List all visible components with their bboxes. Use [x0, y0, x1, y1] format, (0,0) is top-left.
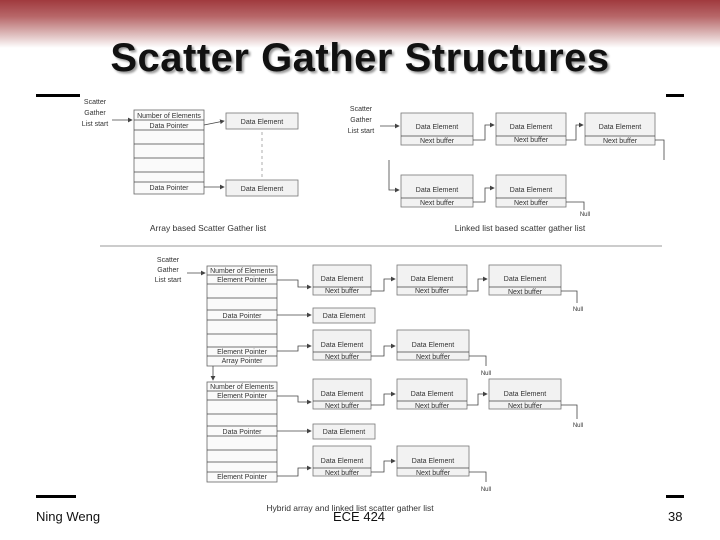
hybrid-array-1 — [206, 265, 278, 367]
linked-list: Scatter Gather List start Data Element N… — [348, 106, 665, 233]
hybrid-a1-data-pointer: Data Pointer — [223, 313, 263, 320]
linked-node-1-data: Data Element — [416, 124, 458, 131]
hybrid-a-node-1-next: Next buffer — [325, 288, 360, 295]
title-band — [0, 0, 720, 48]
linked-caption: Linked list based scatter gather list — [455, 223, 586, 233]
hybrid-b-node-1-next: Next buffer — [325, 354, 360, 361]
linked-node-4-data: Data Element — [416, 187, 458, 194]
hybrid-a2-data-element-label: Data Element — [323, 429, 365, 436]
hybrid-a-node-2 — [396, 264, 468, 296]
hybrid-d-null: Null — [481, 487, 491, 493]
array-start-label-3: List start — [82, 121, 109, 128]
hybrid-caption: Hybrid array and linked list scatter gat… — [266, 503, 434, 513]
hybrid-d-node-1-next: Next buffer — [325, 470, 360, 477]
hybrid-array-2 — [206, 381, 278, 483]
array-based-list: Scatter Gather List start Number of Elem… — [82, 99, 299, 233]
linked-node-1 — [400, 112, 474, 146]
hybrid-a-node-3-next: Next buffer — [508, 289, 543, 296]
hybrid-c-node-3-next: Next buffer — [508, 403, 543, 410]
slide-title: Scatter Gather Structures — [110, 36, 610, 80]
array-table — [133, 109, 205, 195]
hybrid-start-label-3: List start — [155, 277, 182, 284]
hybrid-d-node-2-data: Data Element — [412, 458, 454, 465]
hybrid-c-node-1-data: Data Element — [321, 391, 363, 398]
hybrid-a-node-1 — [312, 264, 372, 296]
hybrid-c-node-2-data: Data Element — [411, 391, 453, 398]
hybrid-start-label-2: Gather — [157, 267, 179, 274]
hybrid-d-node-1 — [312, 445, 372, 477]
hybrid-list: Scatter Gather List start Number of Elem… — [155, 257, 583, 513]
hybrid-a-node-2-next: Next buffer — [415, 288, 450, 295]
linked-node-3-next: Next buffer — [603, 138, 638, 145]
linked-node-2-next: Next buffer — [514, 137, 549, 144]
hybrid-b-node-1 — [312, 329, 372, 361]
hybrid-c-node-1 — [312, 378, 372, 410]
linked-node-2-data: Data Element — [510, 124, 552, 131]
hybrid-a1-data-element-label: Data Element — [323, 313, 365, 320]
array-data-pointer-2: Data Pointer — [150, 185, 190, 192]
array-caption: Array based Scatter Gather list — [150, 223, 267, 233]
linked-start-label-1: Scatter — [350, 106, 373, 113]
hybrid-c-node-2-next: Next buffer — [415, 403, 450, 410]
array-data-element-2 — [225, 179, 299, 197]
hybrid-a1-array-pointer: Array Pointer — [222, 358, 264, 365]
array-start-label-2: Gather — [84, 110, 106, 117]
hybrid-c-null: Null — [573, 423, 583, 429]
footer-course: ECE 424 — [333, 509, 386, 524]
linked-node-4-next: Next buffer — [420, 200, 455, 207]
hybrid-c-node-2 — [396, 378, 468, 410]
linked-start-label-3: List start — [348, 128, 375, 135]
linked-node-2 — [495, 112, 567, 146]
linked-node-5-data: Data Element — [510, 187, 552, 194]
footer-author: Ning Weng — [36, 509, 101, 524]
bottom-rule-left — [36, 495, 76, 498]
linked-start-label-2: Gather — [350, 117, 372, 124]
hybrid-a-null: Null — [573, 307, 583, 313]
linked-node-5-next: Next buffer — [514, 200, 549, 207]
linked-node-4 — [400, 174, 474, 208]
footer-page-number: 38 — [668, 509, 683, 524]
top-rule-right — [666, 94, 684, 97]
hybrid-c-node-3-data: Data Element — [504, 391, 546, 398]
hybrid-a1-element-pointer-1: Element Pointer — [217, 277, 267, 284]
hybrid-a1-num-elements: Number of Elements — [210, 268, 274, 275]
array-num-elements: Number of Elements — [137, 113, 201, 120]
hybrid-b-node-2 — [396, 329, 470, 361]
hybrid-a2-element-pointer-2: Element Pointer — [217, 474, 267, 481]
linked-node-3-data: Data Element — [599, 124, 641, 131]
hybrid-start-label-1: Scatter — [157, 257, 180, 264]
hybrid-b-null: Null — [481, 371, 491, 377]
hybrid-b-node-2-data: Data Element — [412, 342, 454, 349]
array-data-element-2-label: Data Element — [241, 186, 283, 193]
hybrid-a2-data-element — [312, 423, 376, 440]
linked-node-1-next: Next buffer — [420, 138, 455, 145]
bottom-rule-right — [666, 495, 684, 498]
hybrid-a2-num-elements: Number of Elements — [210, 384, 274, 391]
array-data-element-1 — [225, 112, 299, 130]
hybrid-c-node-1-next: Next buffer — [325, 403, 360, 410]
array-data-element-1-label: Data Element — [241, 119, 283, 126]
hybrid-b-node-1-data: Data Element — [321, 342, 363, 349]
top-rule-left — [36, 94, 80, 97]
hybrid-a2-data-pointer: Data Pointer — [223, 429, 263, 436]
hybrid-c-node-3 — [488, 378, 562, 410]
linked-null: Null — [580, 212, 590, 218]
hybrid-a-node-2-data: Data Element — [411, 276, 453, 283]
hybrid-a1-data-element — [312, 307, 376, 324]
hybrid-a1-element-pointer-2: Element Pointer — [217, 349, 267, 356]
scatter-gather-diagram: Scatter Gather List start Number of Elem… — [82, 99, 665, 513]
hybrid-a-node-1-data: Data Element — [321, 276, 363, 283]
linked-node-5 — [495, 174, 567, 208]
hybrid-d-node-2-next: Next buffer — [416, 470, 451, 477]
hybrid-b-node-2-next: Next buffer — [416, 354, 451, 361]
array-data-pointer-1: Data Pointer — [150, 123, 190, 130]
hybrid-a-node-3-data: Data Element — [504, 276, 546, 283]
linked-node-3 — [584, 112, 656, 146]
hybrid-d-node-1-data: Data Element — [321, 458, 363, 465]
array-start-label-1: Scatter — [84, 99, 107, 106]
hybrid-a-node-3 — [488, 264, 562, 296]
hybrid-a2-element-pointer-1: Element Pointer — [217, 393, 267, 400]
hybrid-d-node-2 — [396, 445, 470, 477]
